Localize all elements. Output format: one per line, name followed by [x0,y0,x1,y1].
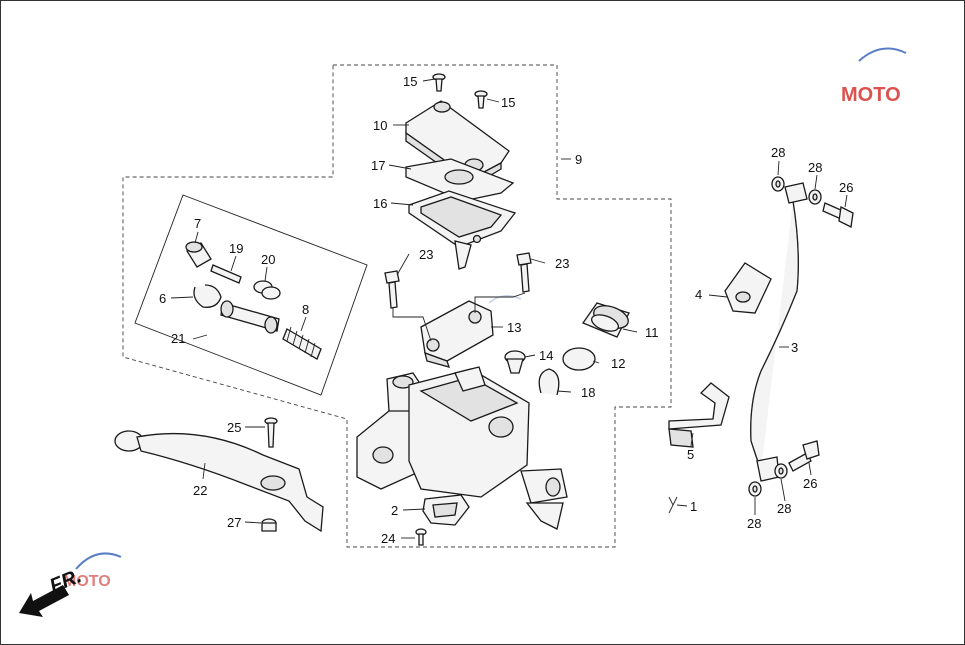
callout-27: 27 [227,515,241,530]
pin-19 [210,264,242,284]
screw-15-right [474,90,488,109]
callout-24: 24 [381,531,395,546]
washer-28-c [748,481,762,497]
callout-23-left: 23 [419,247,433,262]
bolt-23-left [384,270,400,309]
washer-28-d [774,463,788,479]
callout-21: 21 [171,331,185,346]
front-label: FR. [47,565,85,597]
callout-2: 2 [391,503,398,518]
callout-22: 22 [193,483,207,498]
bolt-23-right [516,252,532,293]
callout-18: 18 [581,385,595,400]
front-arrow-icon [19,585,69,617]
hose-clamp-4 [724,262,772,314]
diaphragm-plate-17 [405,158,515,202]
screw-15-left [432,73,446,92]
piston-kit-box-21 [134,194,368,396]
watermark-logo-top-right: MOTO [841,47,907,106]
callout-17: 17 [371,158,385,173]
brake-lever-22 [114,430,324,533]
svg-text:MOTO: MOTO [841,84,901,106]
assembly-boundary-9 [122,64,672,548]
callout-11: 11 [645,325,659,340]
banjo-fitting-top [784,182,808,204]
clip-18 [538,368,560,396]
callout-26-bottom: 26 [803,476,817,491]
boot-11 [582,302,630,338]
callout-15-right: 15 [501,95,515,110]
watermark-logo-center [488,295,522,304]
circlip-6 [193,284,222,308]
callout-7: 7 [194,216,201,231]
callout-23-right: 23 [555,256,569,271]
boot-7 [185,241,212,268]
holder-13 [420,300,494,368]
callout-8: 8 [302,302,309,317]
o-ring-12 [562,347,596,371]
callout-4: 4 [695,287,702,302]
brake-switch-2 [422,494,470,526]
callout-28-top-left: 28 [771,145,785,160]
callout-13: 13 [507,320,521,335]
bolt-26-top [822,202,854,228]
bolt-26-bottom [788,440,820,472]
piston-spring-8 [282,326,322,360]
callout-12: 12 [611,356,625,371]
callout-14: 14 [539,348,553,363]
svg-text:MOTO: MOTO [63,573,111,590]
piston-assembly [220,300,280,334]
diaphragm-16 [408,190,517,270]
callout-15-left: 15 [403,74,417,89]
callout-28-top-right: 28 [808,160,822,175]
nut-27 [261,518,277,532]
cup-20 [253,280,281,300]
watermark-logo-bottom-left: MOTO [63,552,122,590]
callout-26-top: 26 [839,180,853,195]
callout-5: 5 [687,447,694,462]
washer-28-a [771,176,785,192]
callout-6: 6 [159,291,166,306]
callout-3: 3 [791,340,798,355]
master-cylinder-body [356,366,568,530]
callout-10: 10 [373,118,387,133]
clip-1 [668,496,678,514]
callout-28-bottom-left: 28 [747,516,761,531]
callout-16: 16 [373,196,387,211]
leader-lines [170,78,848,539]
callout-19: 19 [229,241,243,256]
cap-14 [504,350,526,374]
screw-24 [415,528,427,546]
hose-guide-5 [668,382,730,448]
callout-20: 20 [261,252,275,267]
bolt-25 [264,417,278,448]
brake-hose-3 [750,200,799,472]
callout-28-bottom-right: 28 [777,501,791,516]
front-direction-marker: FR. [19,565,85,617]
washer-28-b [808,189,822,205]
callout-25: 25 [227,420,241,435]
callout-1: 1 [690,499,697,514]
callout-9: 9 [575,152,582,167]
